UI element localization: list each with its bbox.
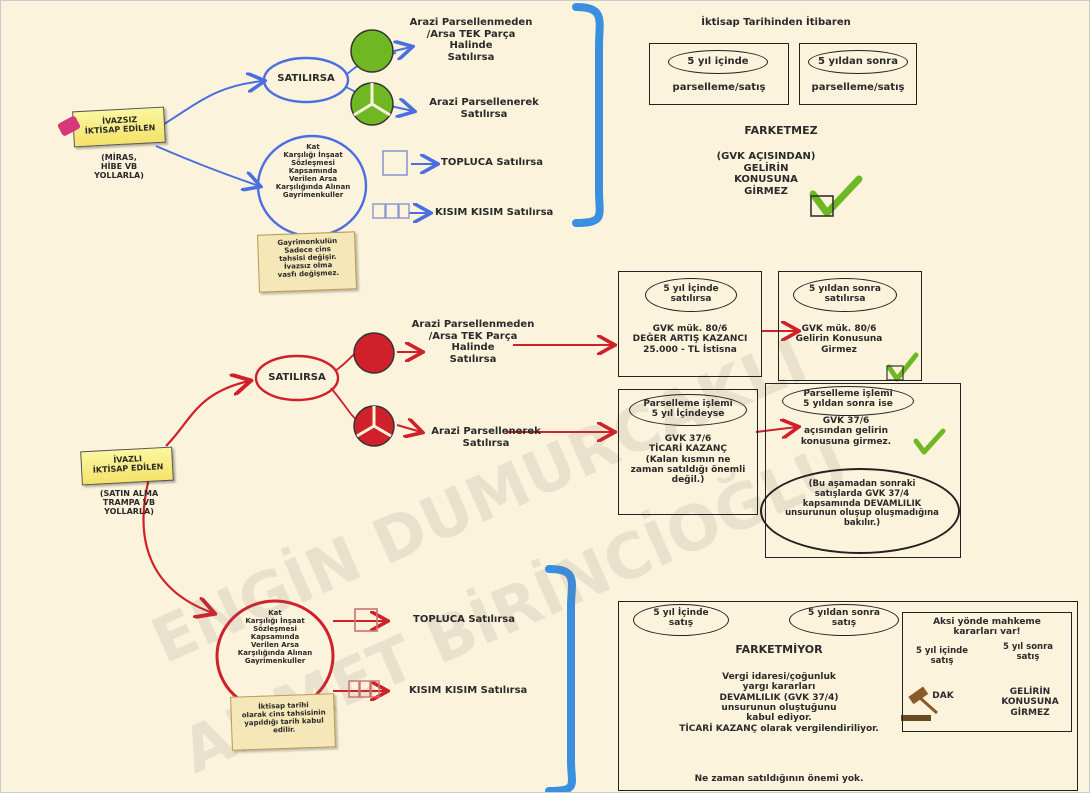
- mid-b4-ellipse: [760, 468, 960, 554]
- mid-box-parselleme-5yil: Parselleme işlemi 5 yıl İçindeyse GVK 37…: [618, 389, 758, 515]
- mid-b1-pill: [645, 278, 737, 312]
- top-result: (GVK AÇISINDAN) GELİRİN KONUSUNA GİRMEZ: [716, 151, 816, 197]
- mid-b2-text: GVK mük. 80/6 Gelirin Konusuna Girmez: [795, 324, 883, 355]
- green-check-top: [809, 175, 863, 217]
- bottom-farketmiyor: FARKETMİYOR: [735, 643, 823, 656]
- top-tag-to-satilirsa-line: [160, 81, 263, 127]
- court-result: GELİRİN KONUSUNA GİRMEZ: [1001, 687, 1059, 718]
- top-box1-text: parselleme/satış: [672, 82, 766, 93]
- top-box2-text: parselleme/satış: [811, 82, 905, 93]
- top-tag-to-bubble-line: [155, 145, 259, 186]
- mid-b2-pill: [793, 278, 897, 312]
- mid-tag: İVAZLI İKTİSAP EDİLEN: [80, 446, 174, 486]
- bottom-bubble-text: Kat Karşılığı İnşaat Sözleşmesi Kapsamın…: [237, 609, 313, 666]
- bottom-pill1-text: 5 yıl İçinde satış: [653, 608, 709, 629]
- top-tag: İVAZSIZ İKTİSAP EDİLEN: [72, 106, 166, 148]
- top-box1-pill: [668, 50, 768, 74]
- top-opt-bulk: TOPLUCA Satılırsa: [441, 157, 543, 168]
- mid-b4-pill: [782, 386, 914, 416]
- green-check-b2: [886, 352, 919, 382]
- court-dak: DAK: [932, 691, 954, 701]
- bottom-pill2-text: 5 yıldan sonra satış: [808, 608, 880, 629]
- bottom-bracket: [545, 565, 576, 792]
- top-satilirsa: SATILIRSA: [277, 73, 335, 84]
- gavel-icon: [901, 686, 938, 721]
- court-box: Aksi yönde mahkeme kararları var! 5 yıl …: [902, 612, 1072, 732]
- top-bracket: [572, 3, 604, 227]
- bottom-note: İktisap tarihi olarak cins tahsisinin ya…: [230, 693, 336, 751]
- bottom-text: Vergi idaresi/çoğunluk yargı kararları D…: [679, 672, 879, 734]
- mid-b2-pill-text: 5 yıldan sonra satılırsa: [809, 284, 881, 305]
- mid-arrow-b3-to-b4: [755, 427, 797, 432]
- mid-b4-ellipse-text: (Bu aşamadan sonraki satışlarda GVK 37/4…: [785, 479, 939, 529]
- mid-box-5yil-icinde: 5 yıl İçinde satılırsa GVK mük. 80/6 DEĞ…: [618, 271, 762, 377]
- bottom-main-box: 5 yıl İçinde satış 5 yıldan sonra satış …: [618, 601, 1078, 791]
- top-right-title: İktisap Tarihinden İtibaren: [701, 17, 851, 28]
- green-whole-circle: [350, 29, 394, 73]
- bottom-opt-bulk: TOPLUCA Satılırsa: [413, 614, 515, 625]
- mid-tag-to-bubble-line: [142, 470, 213, 613]
- bottom-pill1: [633, 604, 729, 636]
- top-box1-pill-text: 5 yıl içinde: [687, 56, 749, 67]
- top-satilirsa-ellipse: [262, 56, 350, 104]
- top-bubble-text: Kat Karşılığı İnşaat Sözleşmesi Kapsamın…: [275, 143, 351, 200]
- mid-tag-to-satilirsa-line: [165, 381, 249, 447]
- bottom-opt-part: KISIM KISIM Satılırsa: [409, 685, 528, 696]
- top-farketmez: FARKETMEZ: [744, 124, 818, 137]
- mid-b3-pill: [629, 394, 747, 426]
- mid-b3-text: GVK 37/6 TİCARİ KAZANÇ (Kalan kısmın ne …: [630, 434, 746, 486]
- mid-satilirsa-ellipse: [254, 354, 340, 402]
- court-c1: 5 yıl içinde satış: [916, 646, 968, 666]
- mid-opt-parcel: Arazi Parsellenerek Satılırsa: [431, 426, 541, 449]
- mid-box-parselleme-5yildan: Parselleme işlemi 5 yıldan sonra ise GVK…: [760, 383, 961, 558]
- top-box2-pill-text: 5 yıldan sonra: [818, 56, 898, 67]
- green-check-b4: [913, 428, 946, 455]
- top-note-text: Gayrimenkulün Sadece cins tahsisi değişi…: [277, 236, 340, 280]
- top-opt-part: KISIM KISIM Satılırsa: [435, 207, 554, 218]
- mid-opt-whole: Arazi Parsellenmeden /Arsa TEK Parça Hal…: [411, 319, 535, 365]
- top-opt-parcel: Arazi Parsellenerek Satılırsa: [429, 97, 539, 120]
- bottom-pill2: [789, 604, 899, 636]
- mid-tag-label: İVAZLI İKTİSAP EDİLEN: [92, 454, 164, 475]
- top-box-5yil-icinde: 5 yıl içinde parselleme/satış: [649, 43, 789, 105]
- mid-b1-pill-text: 5 yıl İçinde satılırsa: [663, 284, 719, 305]
- top-note: Gayrimenkulün Sadece cins tahsisi değişi…: [257, 231, 357, 293]
- red-whole-circle: [353, 332, 395, 374]
- mid-satilirsa: SATILIRSA: [268, 372, 326, 383]
- bottom-text-end: Ne zaman satıldığının önemi yok.: [694, 774, 864, 784]
- top-tag-label: İVAZSIZ İKTİSAP EDİLEN: [84, 115, 156, 136]
- bottom-note-text: İktisap tarihi olarak cins tahsisinin ya…: [241, 701, 326, 735]
- mid-b3-pill-text: Parselleme işlemi 5 yıl İçindeyse: [643, 399, 733, 420]
- top-opt-whole: Arazi Parsellenmeden /Arsa TEK Parça Hal…: [409, 17, 533, 63]
- mid-b4-text: GVK 37/6 açısından gelirin konusuna girm…: [800, 416, 892, 447]
- mid-tag-sub: (SATIN ALMA TRAMPA VB YOLLARLA): [99, 489, 159, 517]
- top-box-5yildan-sonra: 5 yıldan sonra parselleme/satış: [799, 43, 917, 105]
- court-title: Aksi yönde mahkeme kararları var!: [933, 617, 1041, 638]
- court-c2: 5 yıl sonra satış: [1002, 642, 1054, 662]
- mid-box-5yildan-sonra: 5 yıldan sonra satılırsa GVK mük. 80/6 G…: [778, 271, 922, 381]
- top-box2-pill: [808, 50, 908, 74]
- mid-b4-pill-text: Parselleme işlemi 5 yıldan sonra ise: [803, 389, 893, 410]
- top-bulk-square-icon: [382, 150, 408, 176]
- bottom-bulk-square-icon: [354, 608, 378, 632]
- mid-b1-text: GVK mük. 80/6 DEĞER ARTIŞ KAZANCI 25.000…: [632, 324, 748, 355]
- top-tag-sub: (MİRAS, HİBE VB YOLLARLA): [94, 153, 144, 181]
